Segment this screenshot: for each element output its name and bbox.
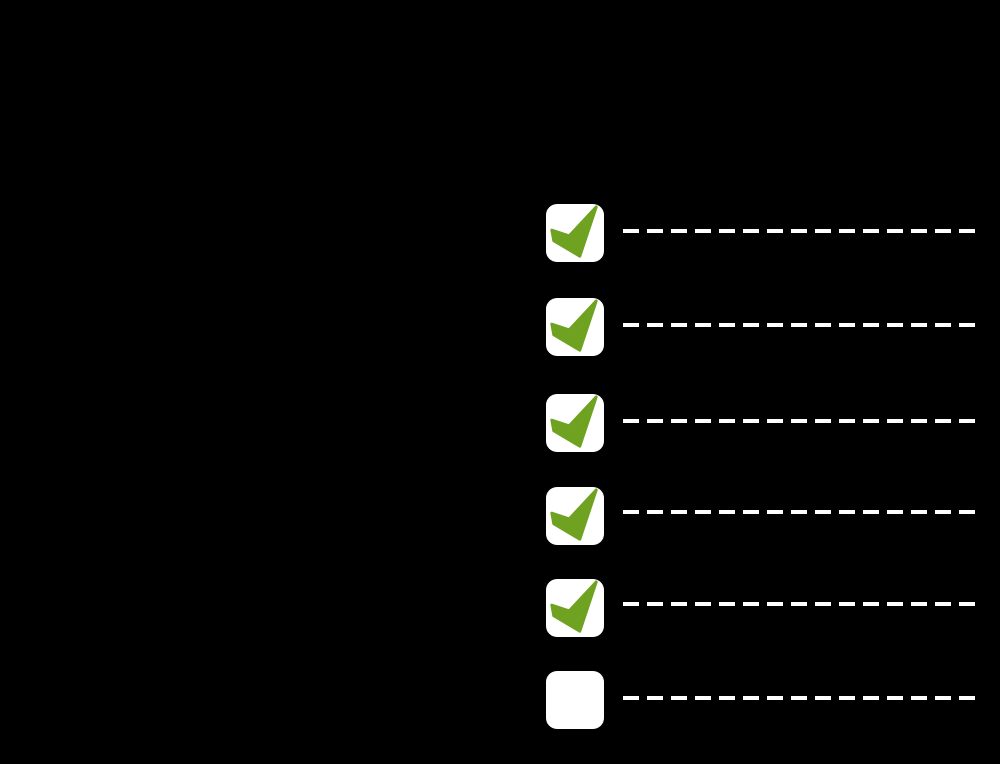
checklist-row — [546, 394, 976, 452]
checkbox[interactable] — [546, 204, 604, 262]
placeholder-dashed-line — [623, 323, 975, 327]
placeholder-dashed-line — [623, 602, 975, 606]
checkbox[interactable] — [546, 487, 604, 545]
checklist-row — [546, 671, 976, 729]
checkmark-icon — [550, 580, 598, 633]
checkmark-icon — [550, 488, 598, 541]
checklist-row — [546, 298, 976, 356]
placeholder-dashed-line — [623, 696, 975, 700]
placeholder-dashed-line — [623, 510, 975, 514]
checkbox[interactable] — [546, 298, 604, 356]
placeholder-dashed-line — [623, 419, 975, 423]
checkbox[interactable] — [546, 579, 604, 637]
placeholder-dashed-line — [623, 229, 975, 233]
checkbox[interactable] — [546, 394, 604, 452]
checkbox[interactable] — [546, 671, 604, 729]
checkmark-icon — [550, 299, 598, 352]
checkmark-icon — [550, 395, 598, 448]
checkmark-icon — [550, 205, 598, 258]
checklist-row — [546, 487, 976, 545]
checklist-row — [546, 579, 976, 637]
checklist-row — [546, 204, 976, 262]
